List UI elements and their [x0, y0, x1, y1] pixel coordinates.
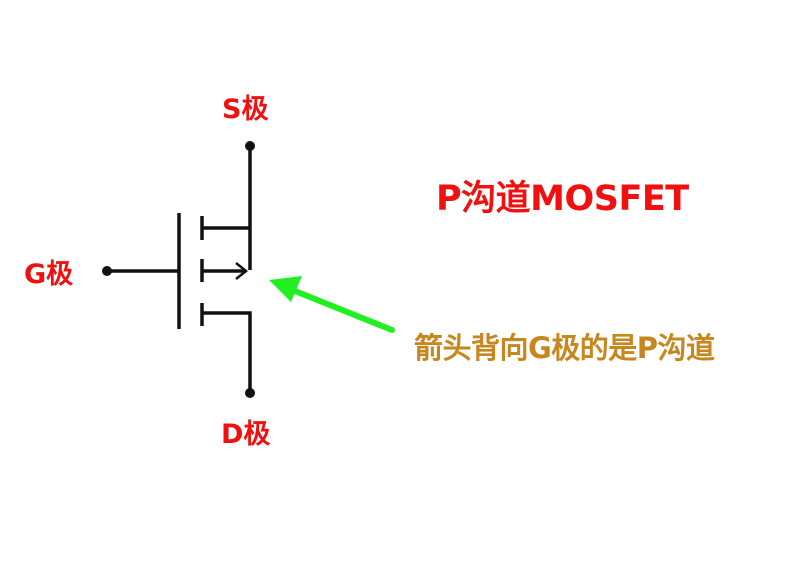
diagram-title: P沟道MOSFET	[436, 179, 689, 219]
source-label: S极	[222, 94, 269, 125]
gate-terminal-dot	[102, 266, 112, 276]
body-arrow-head-icon	[235, 262, 249, 280]
source-terminal-dot	[245, 141, 255, 151]
drain-terminal-dot	[245, 388, 255, 398]
green-pointer-arrow	[269, 276, 395, 333]
drain-wire	[202, 311, 252, 393]
gate-label: G极	[24, 259, 74, 290]
arrow-annotation: 箭头背向G极的是P沟道	[414, 331, 715, 365]
drain-label: D极	[221, 419, 271, 450]
